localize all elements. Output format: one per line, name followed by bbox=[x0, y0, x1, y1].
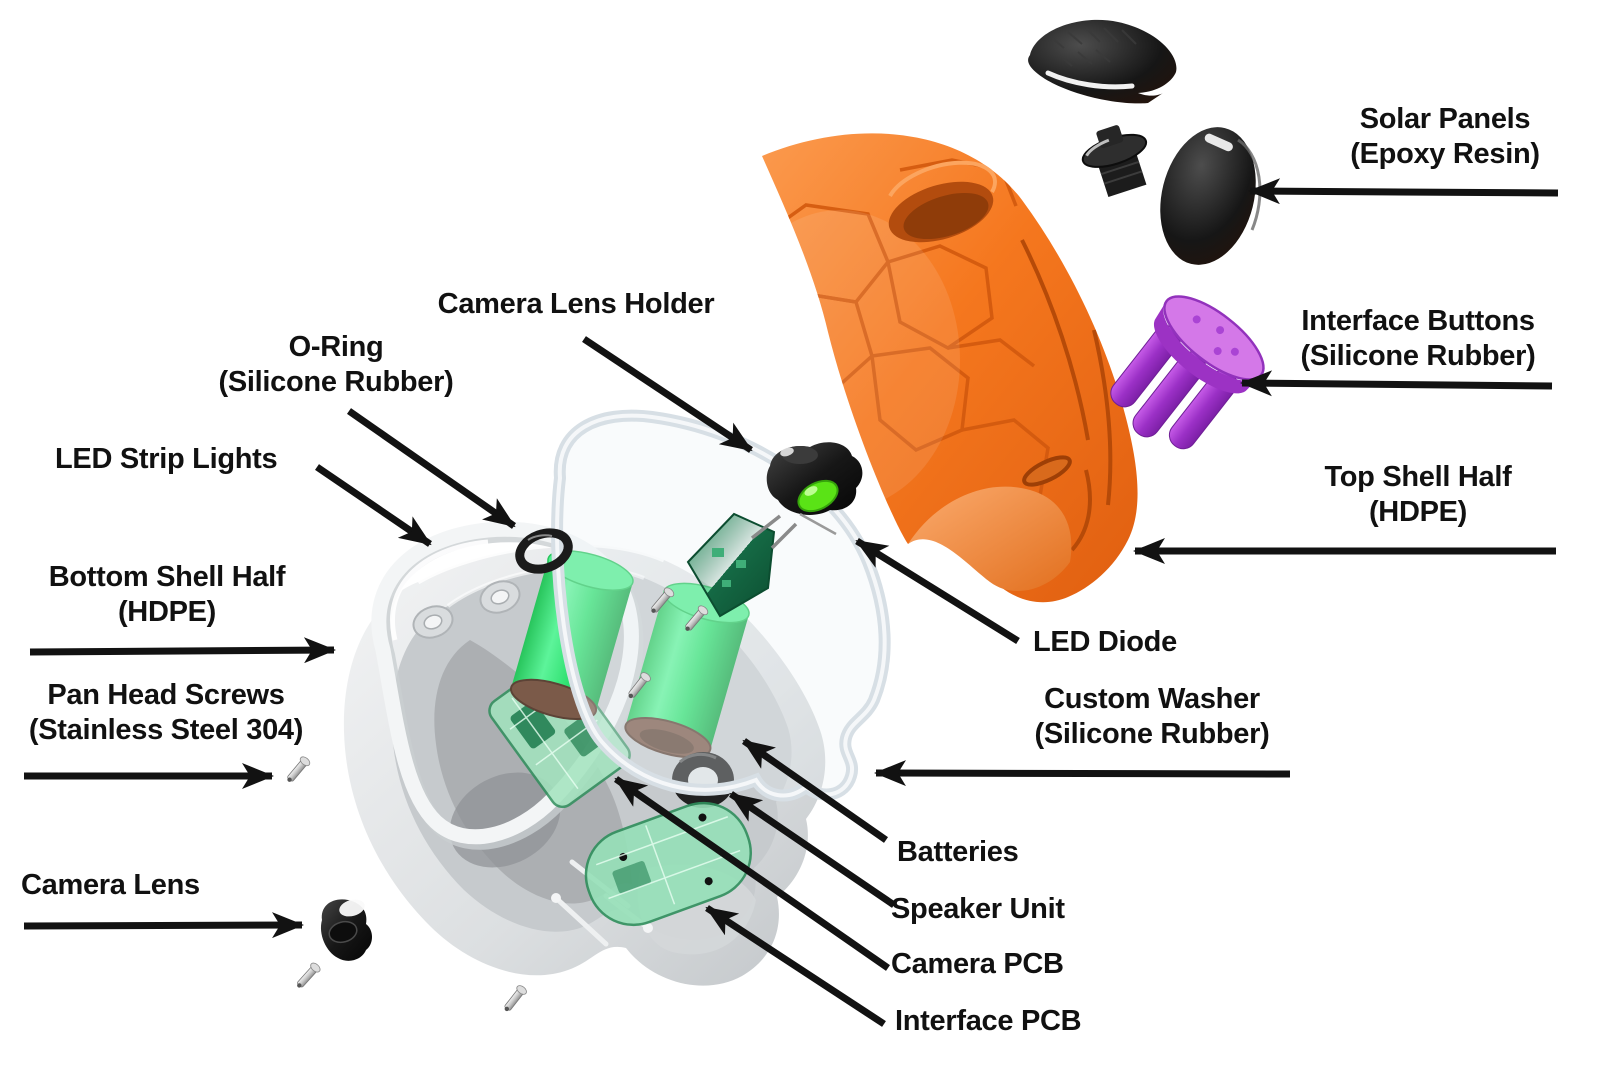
label-custom-washer: Custom Washer (Silicone Rubber) bbox=[1000, 682, 1304, 752]
label-bottom-shell-material: (HDPE) bbox=[117, 596, 217, 628]
interface-pcb-part bbox=[584, 801, 752, 927]
label-bottom-shell: Bottom Shell Half (HDPE) bbox=[15, 560, 319, 630]
label-solar-panels-name: Solar Panels bbox=[1359, 103, 1531, 135]
arrow-led-diode bbox=[855, 538, 1020, 644]
camera-lens-holder-part bbox=[750, 442, 863, 550]
led-strip-lights-part bbox=[371, 521, 644, 850]
shell-underside bbox=[908, 486, 1072, 592]
interface-buttons-part bbox=[1110, 295, 1265, 450]
arrow-solar-panels bbox=[1248, 178, 1559, 205]
shell-button-hole bbox=[1022, 455, 1072, 487]
arrow-interface-buttons bbox=[1240, 370, 1553, 397]
led-diode-part bbox=[797, 479, 839, 536]
arrow-camera-lens bbox=[23, 912, 304, 939]
arrow-interface-pcb bbox=[705, 905, 886, 1027]
label-interface-buttons-material: (Silicone Rubber) bbox=[1300, 340, 1536, 372]
label-interface-buttons-name: Interface Buttons bbox=[1301, 305, 1535, 337]
label-speaker-unit-name: Speaker Unit bbox=[891, 893, 1065, 925]
arrow-led-strip bbox=[315, 464, 432, 547]
label-interface-pcb-name: Interface PCB bbox=[895, 1005, 1082, 1037]
label-o-ring: O-Ring (Silicone Rubber) bbox=[184, 330, 488, 400]
label-speaker-unit: Speaker Unit bbox=[891, 892, 1065, 927]
label-top-shell: Top Shell Half (HDPE) bbox=[1268, 460, 1568, 530]
label-batteries: Batteries bbox=[897, 835, 1019, 870]
label-led-diode: LED Diode bbox=[1033, 625, 1177, 660]
shell-solar-opening bbox=[888, 160, 997, 243]
label-interface-buttons: Interface Buttons (Silicone Rubber) bbox=[1268, 304, 1568, 374]
camera-lens-part bbox=[320, 899, 372, 961]
arrow-camera-pcb bbox=[614, 776, 890, 971]
label-camera-lens-holder: Camera Lens Holder bbox=[424, 287, 728, 322]
solar-panel-teardrop-part bbox=[1028, 19, 1177, 104]
label-interface-pcb: Interface PCB bbox=[895, 1004, 1082, 1039]
label-camera-pcb-name: Camera PCB bbox=[891, 948, 1064, 980]
label-led-strip-lights: LED Strip Lights bbox=[55, 442, 278, 477]
screw-boss bbox=[412, 605, 454, 639]
label-pan-head-screws: Pan Head Screws (Stainless Steel 304) bbox=[8, 678, 324, 748]
arrow-o-ring bbox=[346, 408, 517, 529]
arrow-bottom-shell bbox=[29, 637, 336, 664]
label-solar-panels: Solar Panels (Epoxy Resin) bbox=[1295, 102, 1595, 172]
label-camera-lens-name: Camera Lens bbox=[21, 869, 200, 901]
label-custom-washer-material: (Silicone Rubber) bbox=[1034, 718, 1270, 750]
solar-panel-plug-part bbox=[1081, 125, 1148, 198]
label-camera-lens: Camera Lens bbox=[21, 868, 200, 903]
arrow-batteries bbox=[741, 738, 889, 843]
label-led-diode-name: LED Diode bbox=[1033, 626, 1177, 658]
o-ring-part bbox=[515, 528, 573, 574]
label-camera-pcb: Camera PCB bbox=[891, 947, 1064, 982]
label-pan-head-screws-name: Pan Head Screws bbox=[47, 679, 285, 711]
label-pan-head-screws-material: (Stainless Steel 304) bbox=[28, 714, 304, 746]
label-batteries-name: Batteries bbox=[897, 836, 1019, 868]
battery-2-part bbox=[624, 582, 750, 759]
label-o-ring-name: O-Ring bbox=[288, 331, 384, 363]
label-camera-lens-holder-name: Camera Lens Holder bbox=[437, 288, 715, 320]
label-o-ring-material: (Silicone Rubber) bbox=[218, 366, 454, 398]
arrow-camera-lens-holder bbox=[582, 336, 753, 453]
label-solar-panels-material: (Epoxy Resin) bbox=[1350, 138, 1540, 170]
solar-panel-oval-part bbox=[1160, 127, 1262, 265]
screw-boss bbox=[479, 580, 521, 614]
inner-pcb-part bbox=[686, 512, 776, 618]
arrow-speaker-unit bbox=[729, 791, 896, 908]
label-led-strip-lights-name: LED Strip Lights bbox=[55, 443, 278, 475]
callout-arrows bbox=[23, 178, 1559, 1027]
label-bottom-shell-name: Bottom Shell Half bbox=[48, 561, 286, 593]
label-top-shell-name: Top Shell Half bbox=[1324, 461, 1512, 493]
battery-1-part bbox=[510, 550, 634, 720]
label-top-shell-material: (HDPE) bbox=[1368, 496, 1468, 528]
label-custom-washer-name: Custom Washer bbox=[1044, 683, 1260, 715]
arrow-custom-washer bbox=[874, 760, 1291, 787]
